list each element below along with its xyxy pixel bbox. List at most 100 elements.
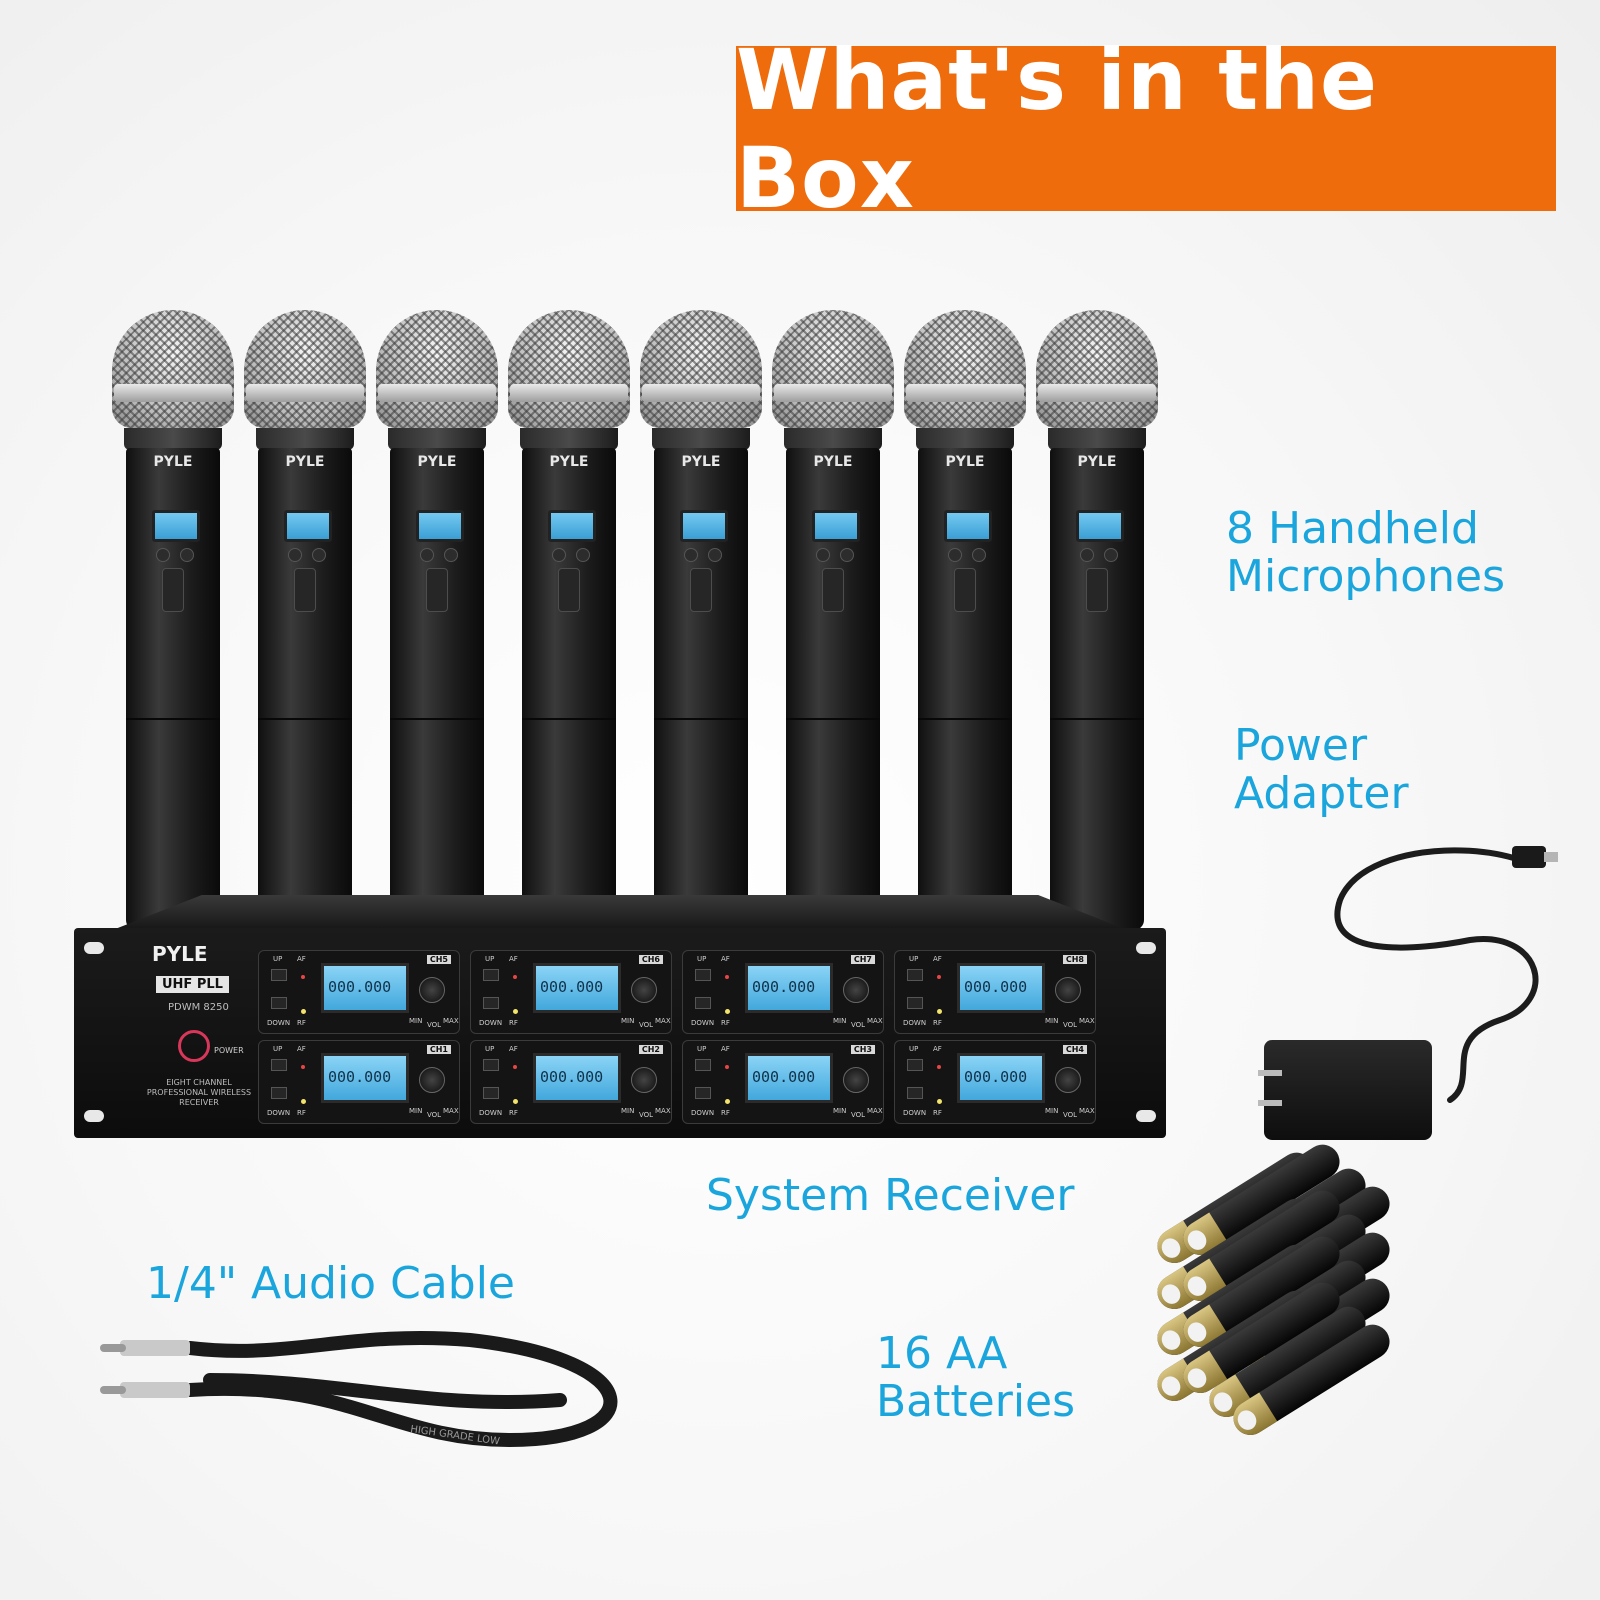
mic-button[interactable] [444, 548, 458, 562]
down-button[interactable] [695, 1087, 711, 1099]
handheld-microphone: PYLE [508, 310, 630, 930]
mic-button[interactable] [420, 548, 434, 562]
mic-power-switch[interactable] [690, 568, 712, 612]
down-label: DOWN [691, 1109, 715, 1117]
mic-button[interactable] [312, 548, 326, 562]
up-button[interactable] [695, 1059, 711, 1071]
vol-label: VOL [639, 1021, 654, 1029]
down-label: DOWN [267, 1109, 291, 1117]
volume-knob[interactable] [1055, 977, 1081, 1003]
mic-grille [772, 310, 894, 428]
mic-power-switch[interactable] [294, 568, 316, 612]
min-label: MIN [409, 1017, 423, 1025]
mic-button[interactable] [840, 548, 854, 562]
volume-knob[interactable] [843, 1067, 869, 1093]
volume-knob[interactable] [419, 977, 445, 1003]
mic-button[interactable] [180, 548, 194, 562]
down-button[interactable] [695, 997, 711, 1009]
up-button[interactable] [907, 1059, 923, 1071]
down-button[interactable] [271, 997, 287, 1009]
up-button[interactable] [271, 969, 287, 981]
volume-knob[interactable] [843, 977, 869, 1003]
volume-knob[interactable] [1055, 1067, 1081, 1093]
power-adapter [1258, 1040, 1432, 1140]
rf-label: RF [721, 1109, 730, 1117]
mic-button[interactable] [288, 548, 302, 562]
mic-battery-seam [918, 718, 1012, 720]
mic-power-switch[interactable] [1086, 568, 1108, 612]
mic-neck [388, 428, 486, 450]
mic-button[interactable] [948, 548, 962, 562]
mic-display [1076, 510, 1124, 542]
up-label: UP [909, 1045, 919, 1053]
mic-battery-seam [522, 718, 616, 720]
af-indicator [937, 975, 941, 979]
af-label: AF [509, 955, 518, 963]
down-label: DOWN [267, 1019, 291, 1027]
rf-label: RF [297, 1019, 306, 1027]
down-button[interactable] [483, 1087, 499, 1099]
channel-label: CH6 [638, 955, 663, 964]
rf-label: RF [933, 1109, 942, 1117]
system-receiver-label: System Receiver [706, 1170, 1075, 1221]
vol-label: VOL [851, 1021, 866, 1029]
mic-button[interactable] [156, 548, 170, 562]
volume-knob[interactable] [631, 1067, 657, 1093]
mic-power-switch[interactable] [162, 568, 184, 612]
mic-display [416, 510, 464, 542]
mic-button[interactable] [1104, 548, 1118, 562]
up-button[interactable] [483, 969, 499, 981]
mic-power-switch[interactable] [822, 568, 844, 612]
power-adapter-cable [1334, 846, 1558, 1103]
volume-knob[interactable] [419, 1067, 445, 1093]
down-button[interactable] [907, 997, 923, 1009]
mic-battery-seam [258, 718, 352, 720]
mic-grille [244, 310, 366, 428]
mic-power-switch[interactable] [954, 568, 976, 612]
up-label: UP [273, 955, 283, 963]
mic-body: PYLE [654, 448, 748, 930]
channel-label: CH8 [1062, 955, 1087, 964]
vol-label: VOL [427, 1111, 442, 1119]
power-adapter-label: Power Adapter [1234, 722, 1409, 818]
channel-label: CH5 [426, 955, 451, 964]
mic-power-switch[interactable] [426, 568, 448, 612]
mic-body: PYLE [126, 448, 220, 930]
down-button[interactable] [271, 1087, 287, 1099]
mic-battery-seam [126, 718, 220, 720]
power-button[interactable] [178, 1030, 210, 1062]
rf-indicator [301, 1009, 306, 1014]
mic-neck [652, 428, 750, 450]
af-label: AF [509, 1045, 518, 1053]
down-button[interactable] [483, 997, 499, 1009]
mic-button[interactable] [576, 548, 590, 562]
mic-button[interactable] [684, 548, 698, 562]
mic-display [944, 510, 992, 542]
mic-button[interactable] [708, 548, 722, 562]
max-label: MAX [867, 1107, 883, 1115]
mic-button[interactable] [1080, 548, 1094, 562]
audio-cable: HIGH GRADE LOW [100, 1330, 618, 1448]
up-button[interactable] [907, 969, 923, 981]
af-label: AF [933, 955, 942, 963]
up-label: UP [273, 1045, 283, 1053]
up-button[interactable] [271, 1059, 287, 1071]
mic-body: PYLE [918, 448, 1012, 930]
mic-ring [906, 384, 1024, 402]
mic-power-switch[interactable] [558, 568, 580, 612]
volume-knob[interactable] [631, 977, 657, 1003]
channel-lcd: 000.000 [533, 963, 621, 1013]
mic-button[interactable] [552, 548, 566, 562]
mic-button[interactable] [972, 548, 986, 562]
down-button[interactable] [907, 1087, 923, 1099]
up-button[interactable] [695, 969, 711, 981]
up-button[interactable] [483, 1059, 499, 1071]
handheld-microphone: PYLE [904, 310, 1026, 930]
af-label: AF [721, 955, 730, 963]
mic-grille [112, 310, 234, 428]
mic-button[interactable] [816, 548, 830, 562]
rf-indicator [937, 1099, 942, 1104]
